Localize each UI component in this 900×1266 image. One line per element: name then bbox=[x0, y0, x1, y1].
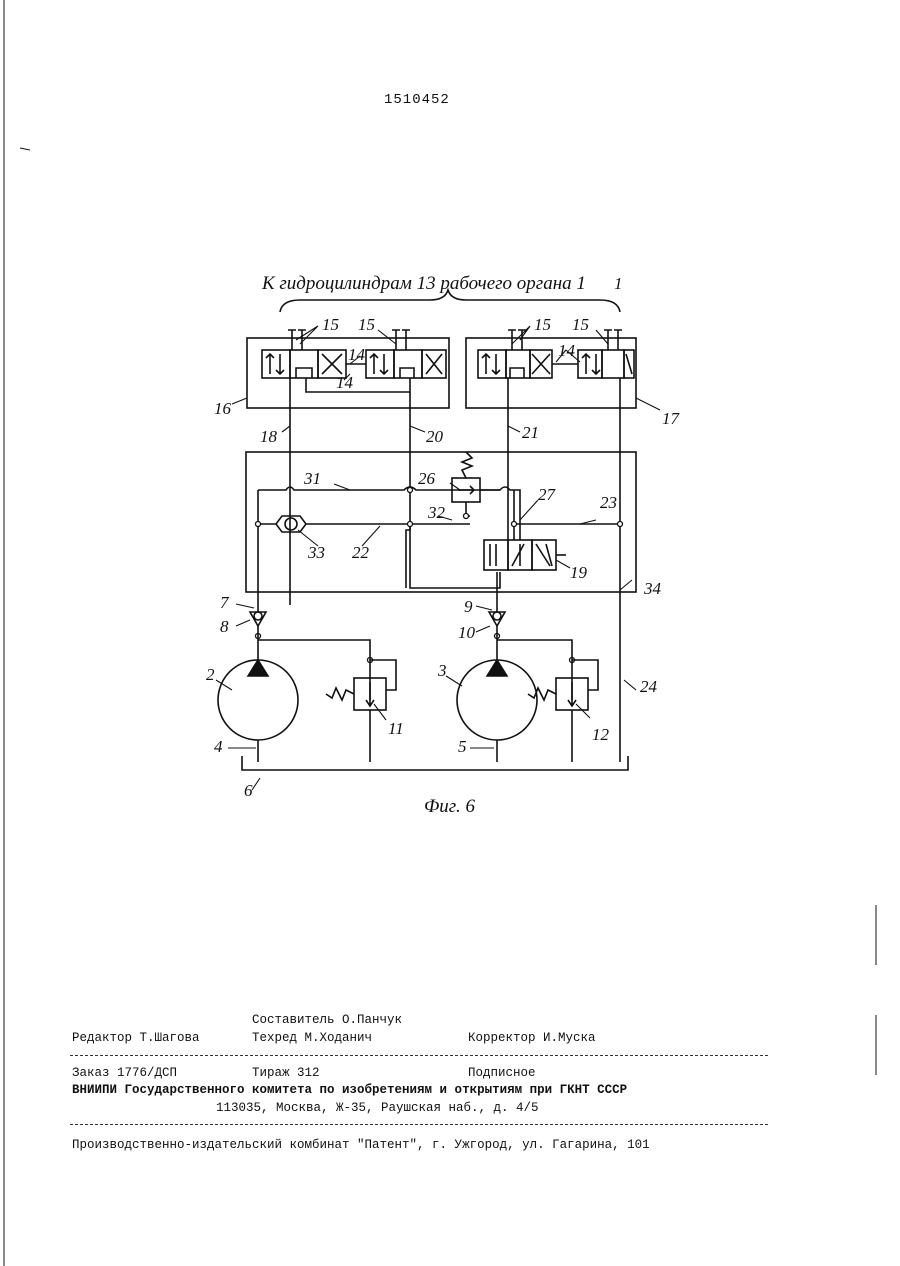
label-14c: 14 bbox=[558, 341, 576, 360]
techred-credit: Техред М.Ходанич bbox=[252, 1031, 372, 1045]
figure-caption: Фиг. 6 bbox=[424, 796, 475, 817]
label-20: 20 bbox=[426, 427, 444, 446]
spool-valve-17a bbox=[478, 350, 552, 378]
editor-credit: Редактор Т.Шагова bbox=[72, 1031, 200, 1045]
relief-valve-11 bbox=[326, 660, 396, 762]
footer-divider-2 bbox=[70, 1124, 768, 1125]
label-14a: 14 bbox=[348, 345, 366, 364]
label-10: 10 bbox=[458, 623, 476, 642]
label-12: 12 bbox=[592, 725, 610, 744]
label-27: 27 bbox=[538, 485, 557, 504]
shuttle-valve-33 bbox=[276, 516, 306, 532]
label-15b: 15 bbox=[358, 315, 375, 334]
pump-2 bbox=[218, 660, 298, 740]
label-22: 22 bbox=[352, 543, 370, 562]
label-5: 5 bbox=[458, 737, 467, 756]
tank-6 bbox=[242, 756, 628, 770]
relief-valve-26 bbox=[452, 452, 500, 516]
label-15d: 15 bbox=[572, 315, 589, 334]
order-number: Заказ 1776/ДСП bbox=[72, 1066, 177, 1080]
label-21: 21 bbox=[522, 423, 539, 442]
label-32: 32 bbox=[427, 503, 446, 522]
valve-block-17 bbox=[466, 338, 636, 408]
label-26: 26 bbox=[418, 469, 436, 488]
label-11: 11 bbox=[388, 719, 404, 738]
leader-lines bbox=[216, 326, 660, 790]
directional-valve-19 bbox=[484, 540, 566, 570]
pump-3 bbox=[457, 660, 537, 740]
spool-valve-16a bbox=[262, 350, 346, 378]
publisher: Производственно-издательский комбинат "П… bbox=[72, 1138, 650, 1152]
organization: ВНИИПИ Государственного комитета по изоб… bbox=[72, 1083, 627, 1097]
label-1: 1 bbox=[614, 274, 623, 293]
label-23: 23 bbox=[600, 493, 617, 512]
circulation: Тираж 312 bbox=[252, 1066, 320, 1080]
label-14b: 14 bbox=[336, 373, 354, 392]
label-17: 17 bbox=[662, 409, 681, 428]
spool-valve-17b bbox=[578, 350, 634, 378]
label-9: 9 bbox=[464, 597, 473, 616]
label-34: 34 bbox=[643, 579, 662, 598]
label-6: 6 bbox=[244, 781, 253, 800]
label-16: 16 bbox=[214, 399, 232, 418]
check-valve-10 bbox=[489, 612, 505, 626]
compiler-credit: Составитель О.Панчук bbox=[252, 1013, 402, 1027]
relief-valve-12 bbox=[528, 660, 598, 762]
label-3: 3 bbox=[437, 661, 447, 680]
footer-divider-1 bbox=[70, 1055, 768, 1056]
check-valve-8 bbox=[250, 612, 266, 626]
label-18: 18 bbox=[260, 427, 278, 446]
corrector-credit: Корректор И.Муска bbox=[468, 1031, 596, 1045]
label-19: 19 bbox=[570, 563, 588, 582]
label-24: 24 bbox=[640, 677, 658, 696]
label-7: 7 bbox=[220, 593, 230, 612]
figure-title: К гидроцилиндрам 13 рабочего органа 1 bbox=[261, 273, 586, 294]
subscription: Подписное bbox=[468, 1066, 536, 1080]
spool-valve-16b bbox=[366, 350, 446, 378]
label-33: 33 bbox=[307, 543, 325, 562]
label-8: 8 bbox=[220, 617, 229, 636]
organization-address: 113035, Москва, Ж-35, Раушская наб., д. … bbox=[216, 1101, 539, 1115]
label-15a: 15 bbox=[322, 315, 339, 334]
label-15c: 15 bbox=[534, 315, 551, 334]
label-31: 31 bbox=[303, 469, 321, 488]
label-4: 4 bbox=[214, 737, 223, 756]
pump-3-discharge bbox=[497, 626, 572, 700]
label-2: 2 bbox=[206, 665, 215, 684]
